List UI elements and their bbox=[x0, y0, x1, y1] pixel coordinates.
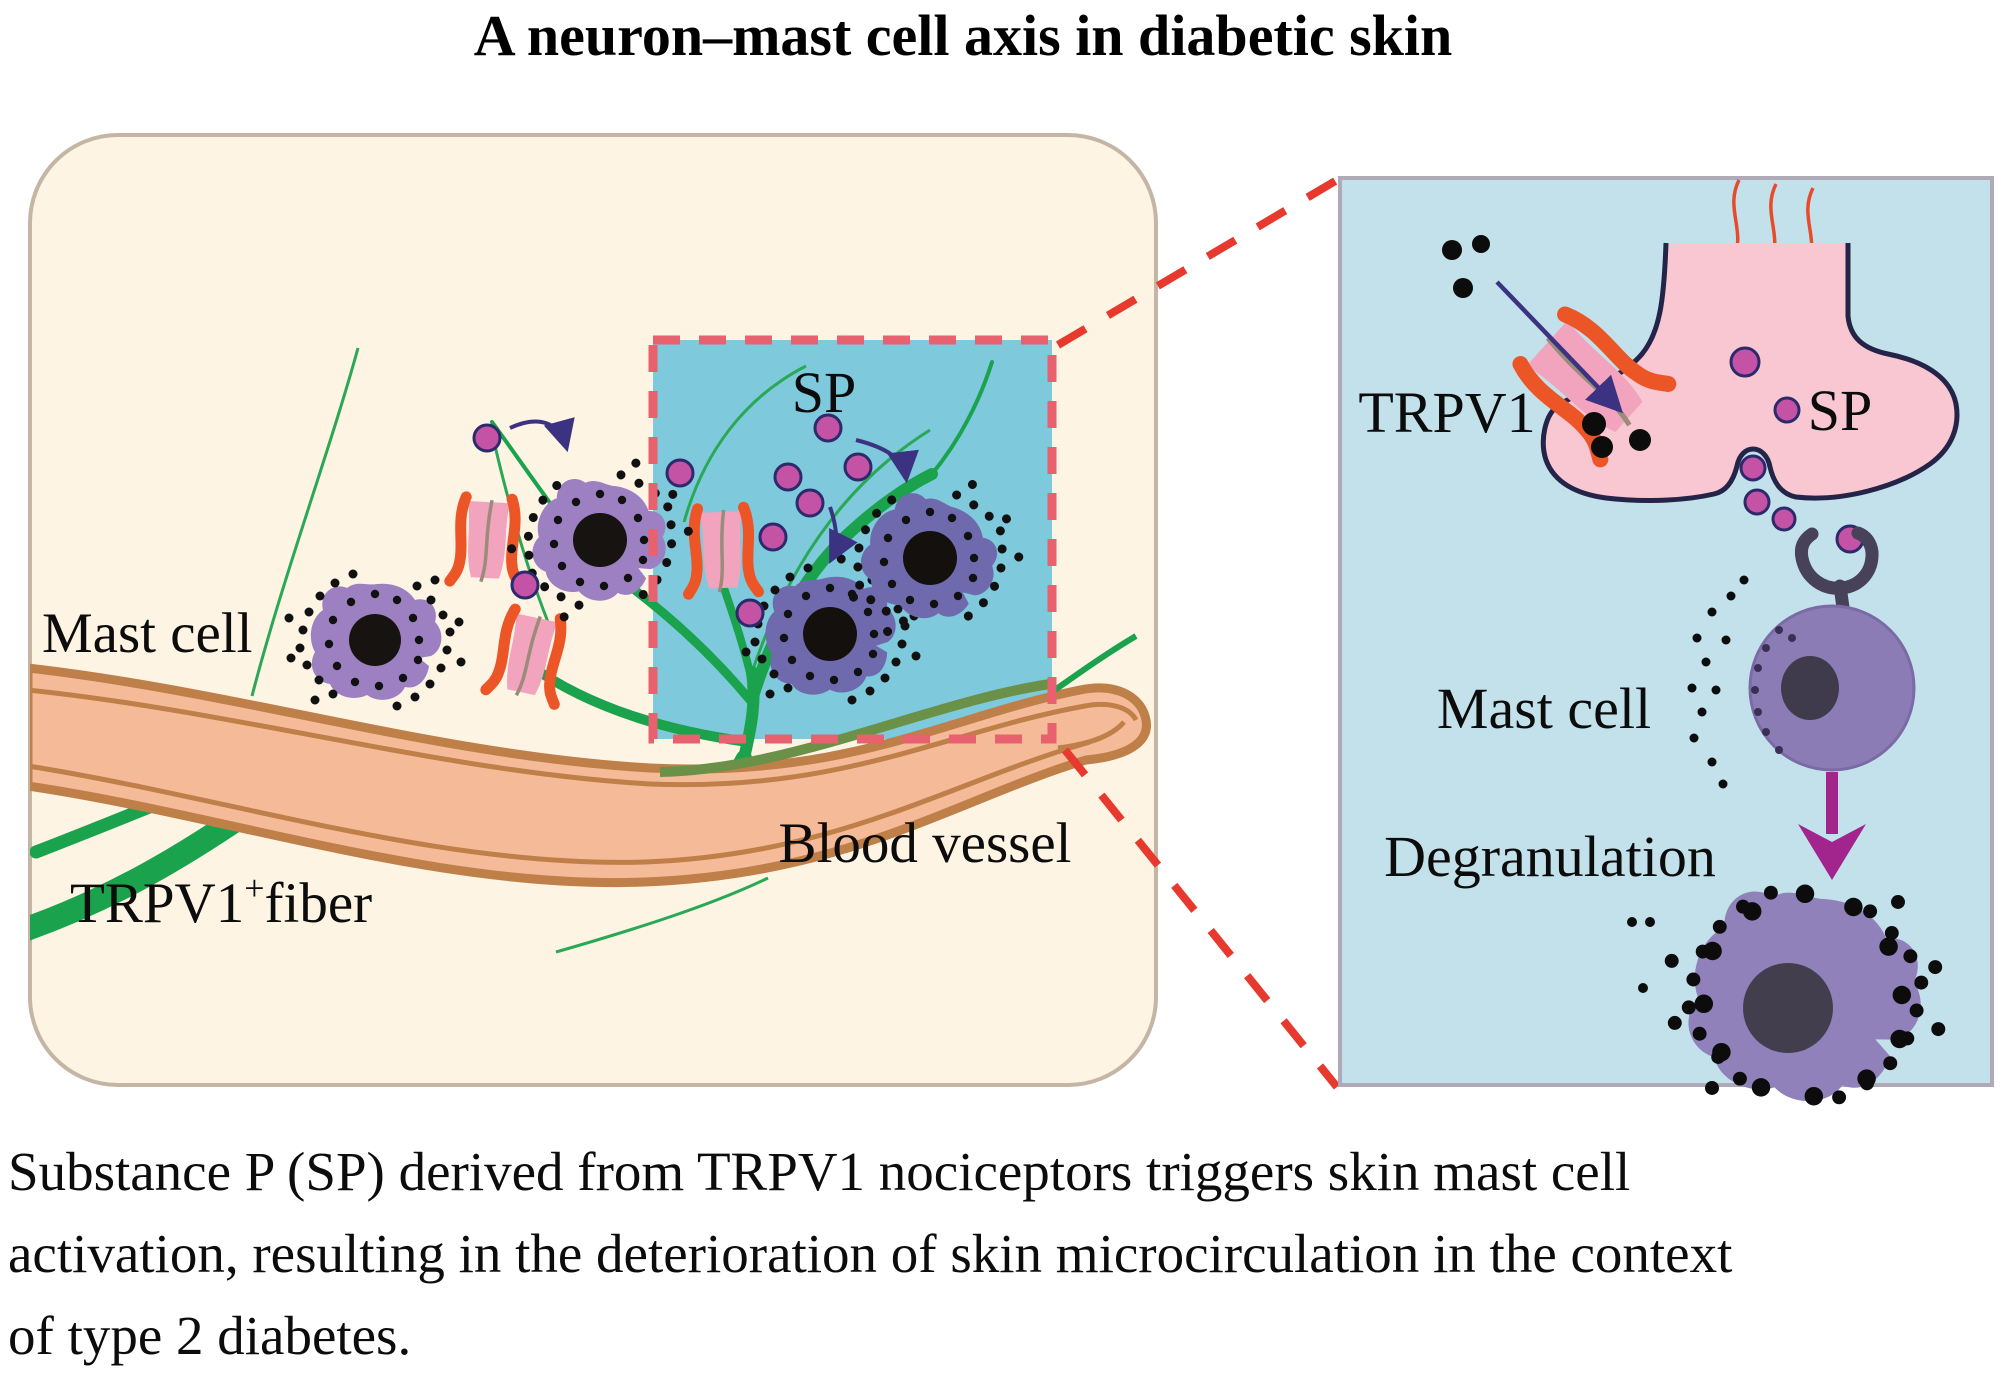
caption-line-1: Substance P (SP) derived from TRPV1 noci… bbox=[8, 1141, 1631, 1202]
figure-title: A neuron–mast cell axis in diabetic skin bbox=[473, 3, 1453, 68]
label-sp-zoom: SP bbox=[1808, 378, 1873, 443]
ion-dots bbox=[1442, 235, 1651, 458]
skin-panel: Mast cell TRPV1+fiber Blood vessel SP bbox=[28, 133, 1158, 1087]
label-mast-cell-left: Mast cell bbox=[42, 602, 253, 665]
label-mast-cell-zoom: Mast cell bbox=[1437, 676, 1651, 741]
zoom-connector-lines bbox=[1055, 176, 1341, 1090]
label-blood-vessel: Blood vessel bbox=[779, 812, 1072, 875]
mast-cell-a bbox=[284, 569, 466, 711]
fiber-hairline bbox=[1050, 633, 1138, 695]
degranulating-mast-cell bbox=[1627, 878, 1946, 1119]
caption-line-3: of type 2 diabetes. bbox=[8, 1305, 412, 1366]
mast-cell-c bbox=[739, 563, 921, 705]
blood-vessel bbox=[30, 662, 1151, 888]
fiber-hairline bbox=[555, 876, 769, 954]
mast-cell-zoom bbox=[1687, 575, 1916, 789]
fiber-along-vessel bbox=[659, 679, 1051, 777]
trpv1-channel bbox=[450, 496, 524, 585]
mast-cell-d bbox=[824, 472, 1036, 644]
caption-line-2: activation, resulting in the deteriorati… bbox=[8, 1223, 1733, 1284]
mast-cell-b bbox=[490, 448, 710, 632]
inset-region-dashed-border bbox=[648, 335, 1057, 744]
sp-vesicles bbox=[1729, 346, 1865, 554]
degranulation-arrow bbox=[1798, 772, 1866, 880]
zoom-panel: TRPV1 SP Mast cell Degranulation bbox=[1338, 176, 1994, 1119]
trpv1-channel bbox=[686, 507, 759, 594]
label-sp-left: SP bbox=[792, 360, 857, 425]
sp-diffusion-arrows bbox=[509, 417, 919, 564]
label-degranulation: Degranulation bbox=[1384, 824, 1716, 889]
label-trpv1-fiber: TRPV1+fiber bbox=[70, 868, 372, 935]
label-trpv1-zoom: TRPV1 bbox=[1358, 380, 1535, 445]
ion-entry-arrow bbox=[1495, 280, 1623, 414]
